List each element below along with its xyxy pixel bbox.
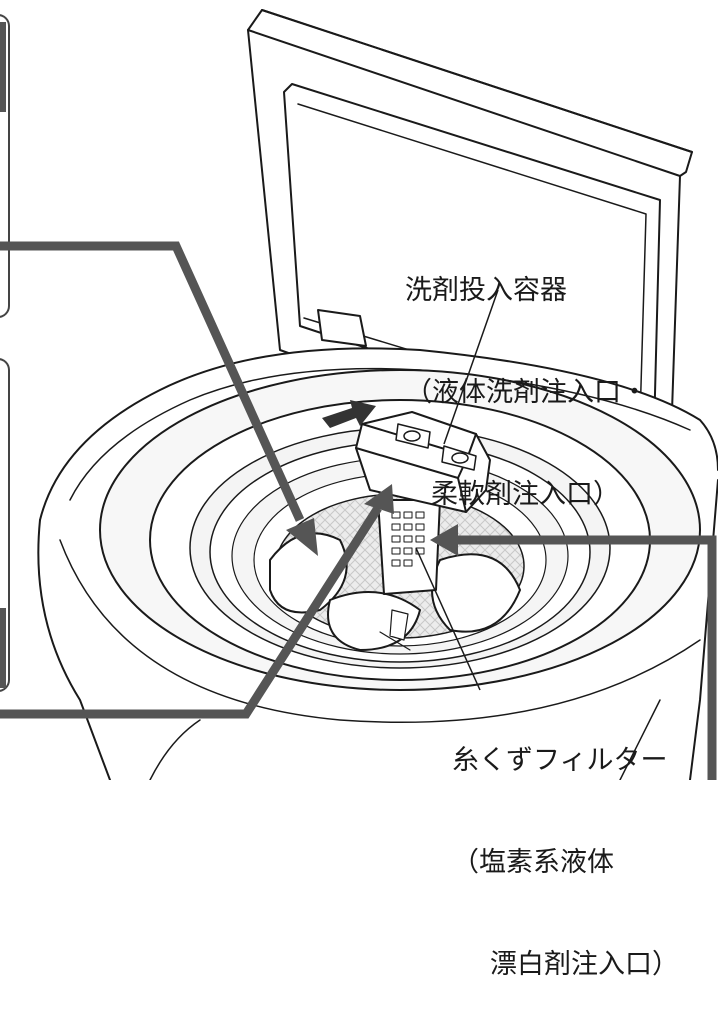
detergent-container-callout: 洗剤投入容器 （液体洗剤注入口・ 柔軟剤注入口）: [405, 206, 648, 546]
callout-line-3: 漂白剤注入口）: [490, 949, 679, 980]
guide-arrowhead-right: [430, 524, 458, 556]
left-panel-upper-tab: [0, 22, 6, 112]
callout-line-2: （塩素系液体: [452, 847, 614, 878]
washing-machine-illustration: [0, 9, 718, 780]
callout-line-3: 柔軟剤注入口）: [431, 479, 620, 510]
lint-filter-callout: 糸くずフィルター （塩素系液体 漂白剤注入口）: [452, 676, 679, 1016]
guide-arrowhead-lower: [364, 484, 394, 514]
guide-arrow-right: [452, 535, 717, 780]
callout-line-1: 糸くずフィルター: [452, 745, 668, 776]
lint-filter-leader-line: [415, 547, 481, 691]
left-panel-lower-tab: [0, 608, 6, 688]
callout-line-2: （液体洗剤注入口・: [405, 377, 648, 408]
guide-arrowhead-upper: [286, 518, 318, 556]
guide-arrow-lower: [0, 505, 382, 719]
detergent-leader-line: [443, 289, 499, 445]
callout-line-1: 洗剤投入容器: [405, 275, 567, 306]
insert-arrow: [322, 400, 376, 428]
guide-arrow-upper: [0, 241, 305, 522]
